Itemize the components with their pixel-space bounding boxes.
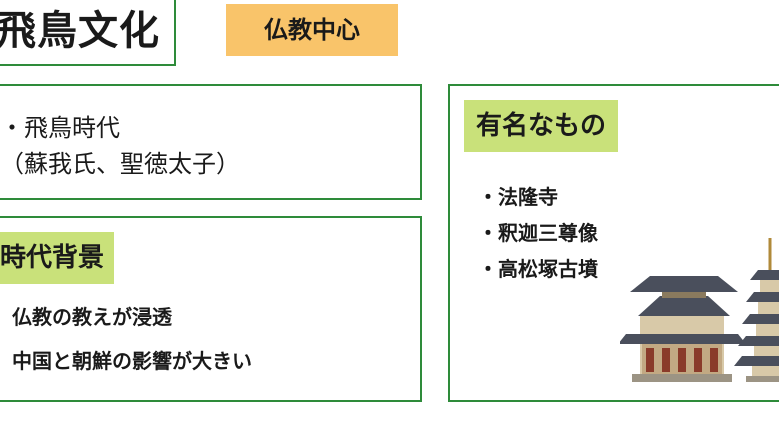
famous-item: ・高松塚古墳	[478, 257, 598, 281]
famous-label: 有名なもの	[464, 100, 619, 152]
era-figures: （蘇我氏、聖徳太子）	[0, 150, 240, 178]
background-box: 時代背景 仏教の教えが浸透 中国と朝鮮の影響が大きい	[0, 216, 422, 402]
background-item: 中国と朝鮮の影響が大きい	[12, 349, 252, 373]
era-box: ・飛鳥時代 （蘇我氏、聖徳太子）	[0, 84, 422, 200]
title-box: 飛鳥文化	[0, 0, 176, 66]
era-name: ・飛鳥時代	[0, 114, 120, 142]
famous-item: ・釈迦三尊像	[478, 221, 598, 245]
temple-illustration	[620, 238, 779, 382]
background-label: 時代背景	[0, 232, 114, 284]
background-item: 仏教の教えが浸透	[12, 305, 172, 329]
topic-tag: 仏教中心	[226, 4, 398, 56]
temple-pagoda-icon	[620, 236, 779, 384]
page-title: 飛鳥文化	[0, 8, 160, 54]
famous-box: 有名なもの ・法隆寺 ・釈迦三尊像 ・高松塚古墳	[448, 84, 779, 402]
famous-item: ・法隆寺	[478, 185, 558, 209]
